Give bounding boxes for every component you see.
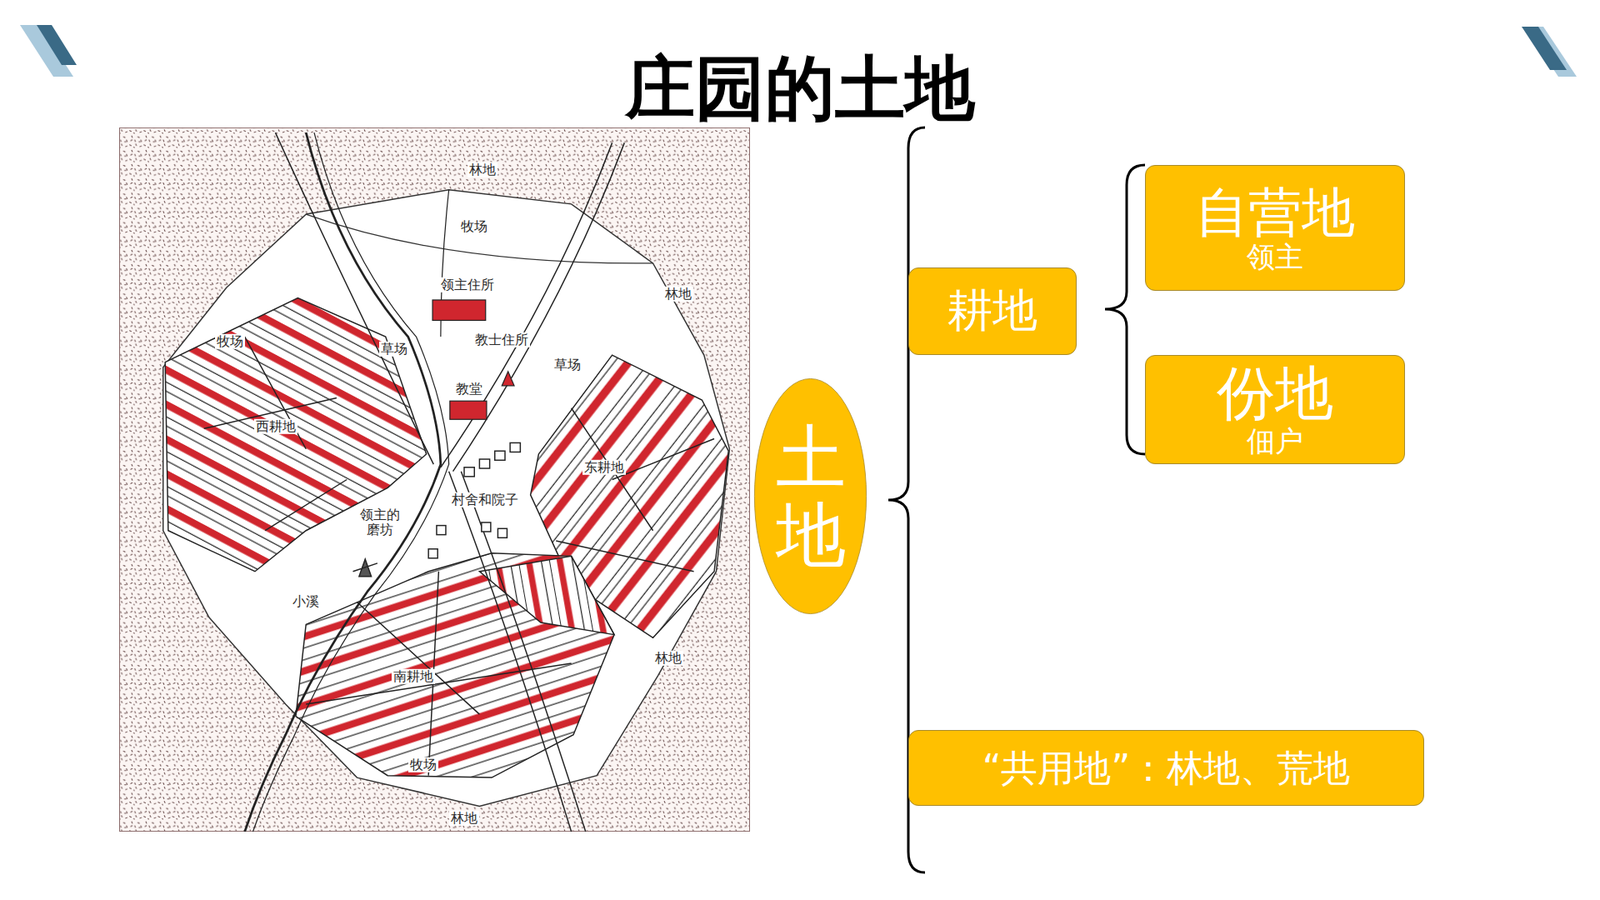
map-label: 领主住所	[439, 277, 496, 293]
map-label: 牧场	[408, 757, 439, 773]
map-label: 林地	[653, 650, 684, 666]
map-label: 林地	[663, 286, 694, 302]
map-label: 林地	[467, 162, 498, 178]
corner-mark	[1521, 26, 1567, 70]
category-box: 份地佃户	[1145, 355, 1405, 465]
manor-map	[119, 127, 750, 832]
bracket	[1105, 165, 1145, 455]
title: 庄园的土地	[0, 48, 1600, 130]
node-subtext: 佃户	[1246, 425, 1304, 457]
node-heading: “共用地”：林地、荒地	[982, 748, 1351, 789]
map-label: 小溪	[290, 594, 321, 610]
map-label: 村舍和院子	[450, 492, 520, 508]
map-label: 草场	[552, 357, 583, 373]
map-label: 教堂	[454, 381, 485, 397]
map-label: 教士住所	[473, 332, 530, 348]
corner-mark	[36, 25, 77, 65]
map-label: 牧场	[215, 334, 245, 350]
category-box: 自营地领主	[1145, 165, 1405, 291]
map-label: 西耕地	[254, 419, 298, 435]
node-heading: 土地	[775, 419, 846, 574]
node-heading: 份地	[1216, 362, 1334, 426]
node-heading: 耕地	[947, 286, 1038, 335]
category-box: 耕地	[908, 267, 1077, 355]
topic-ellipse: 土地	[753, 377, 868, 615]
map-label: 南耕地	[391, 669, 435, 685]
node-heading: 自营地	[1195, 184, 1355, 242]
map-label: 牧场	[459, 219, 490, 235]
category-box: “共用地”：林地、荒地	[908, 730, 1425, 806]
map-label: 东耕地	[582, 460, 626, 475]
map-label: 领主的磨坊	[358, 507, 402, 539]
node-subtext: 领主	[1246, 241, 1304, 273]
map-label: 草场	[379, 341, 410, 357]
map-label: 林地	[449, 810, 480, 826]
